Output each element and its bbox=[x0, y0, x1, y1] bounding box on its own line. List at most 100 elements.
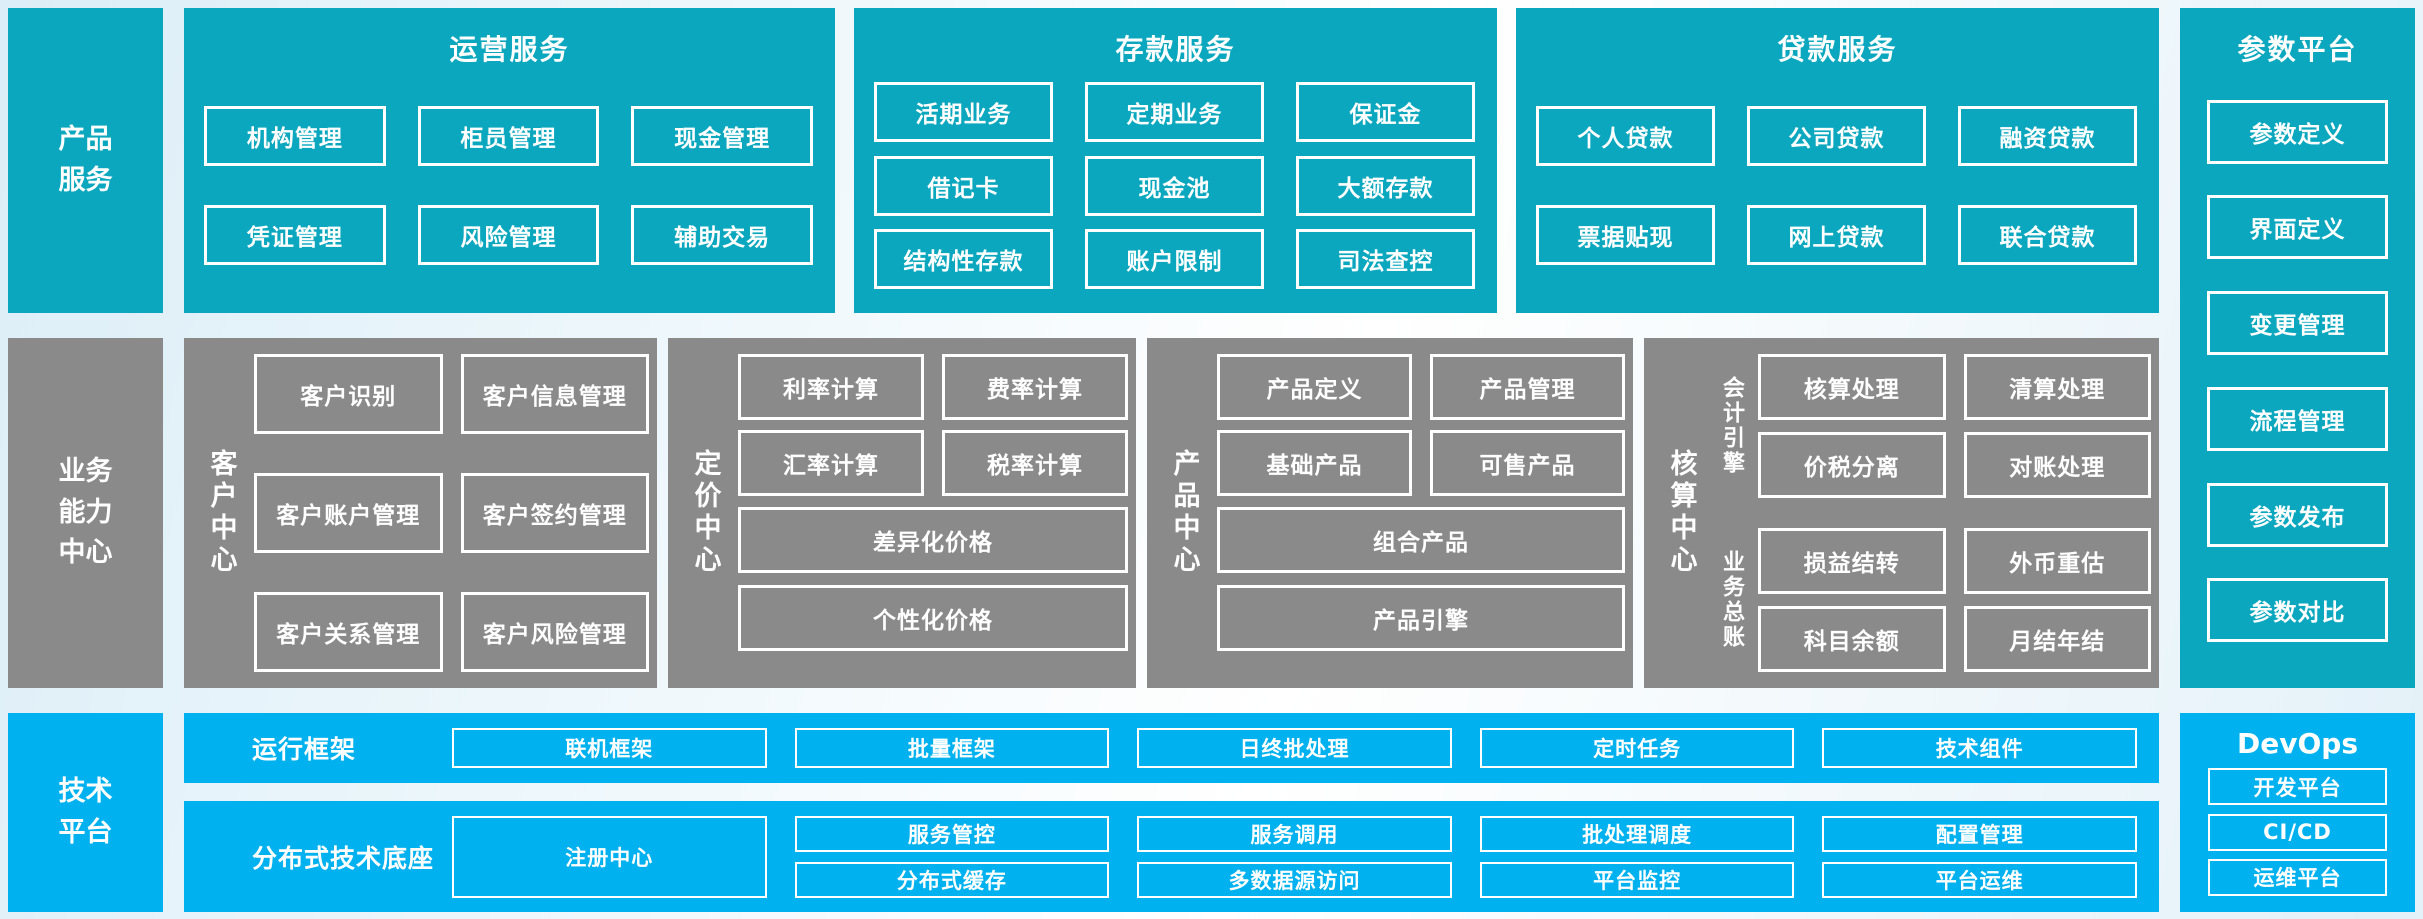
product-box-grid: 产品定义产品管理基础产品可售产品 bbox=[1217, 354, 1625, 496]
service-box: 司法查控 bbox=[1296, 229, 1475, 290]
panel-pricing-center: 定价中心 利率计算费率计算汇率计算税率计算 差异化价格个性化价格 bbox=[668, 338, 1136, 688]
product-wide-boxes: 组合产品产品引擎 bbox=[1217, 507, 1625, 651]
service-box: 批处理调度 bbox=[1479, 815, 1795, 852]
tech-band: 运行框架 联机框架批量框架日终批处理定时任务技术组件 分布式技术底座 注册中心 … bbox=[184, 713, 2159, 912]
service-box: 科目余额 bbox=[1758, 606, 1946, 672]
service-box: 变更管理 bbox=[2207, 291, 2388, 356]
service-box: 票据贴现 bbox=[1536, 204, 1715, 265]
service-box: 风险管理 bbox=[417, 204, 600, 265]
service-box-wide: 产品引擎 bbox=[1217, 585, 1625, 651]
panel-operations-services: 运营服务 机构管理柜员管理现金管理凭证管理风险管理辅助交易 bbox=[184, 8, 835, 313]
loan-box-grid: 个人贷款公司贷款融资贷款票据贴现网上贷款联合贷款 bbox=[1516, 68, 2159, 313]
parameter-box-list: 参数定义界面定义变更管理流程管理参数发布参数对比 bbox=[2180, 68, 2415, 688]
service-box: 技术组件 bbox=[1822, 728, 2137, 768]
service-box: 对账处理 bbox=[1963, 432, 2151, 498]
service-box: 参数对比 bbox=[2207, 578, 2388, 643]
sidebar-technology-platform-label: 技术平台 bbox=[58, 776, 113, 848]
panel-title: 运营服务 bbox=[449, 33, 570, 66]
service-box-wide: 差异化价格 bbox=[738, 507, 1128, 573]
operations-box-grid: 机构管理柜员管理现金管理凭证管理风险管理辅助交易 bbox=[184, 68, 835, 313]
deposit-box-grid: 活期业务定期业务保证金借记卡现金池大额存款结构性存款账户限制司法查控 bbox=[854, 68, 1497, 313]
service-box: 核算处理 bbox=[1758, 354, 1946, 420]
product-content: 产品定义产品管理基础产品可售产品 组合产品产品引擎 bbox=[1217, 354, 1625, 672]
panel-title: 存款服务 bbox=[1115, 33, 1236, 66]
service-box: 客户账户管理 bbox=[254, 473, 443, 553]
service-box: 流程管理 bbox=[2207, 386, 2388, 451]
devops-title: DevOps bbox=[2237, 727, 2358, 760]
service-box: 账户限制 bbox=[1085, 229, 1264, 290]
business-ledger-box-grid: 损益结转外币重估科目余额月结年结 bbox=[1758, 528, 2151, 672]
service-box: 机构管理 bbox=[204, 106, 386, 167]
service-box: 汇率计算 bbox=[738, 430, 924, 496]
accounting-engine-group: 会计引擎 核算处理清算处理价税分离对账处理 bbox=[1714, 354, 2151, 498]
service-box: 大额存款 bbox=[1296, 155, 1475, 216]
panel-parameter-platform: 参数平台 参数定义界面定义变更管理流程管理参数发布参数对比 bbox=[2180, 8, 2415, 688]
sidebar-product-services: 产品服务 bbox=[8, 8, 163, 313]
service-box: 凭证管理 bbox=[204, 204, 386, 265]
pricing-box-grid: 利率计算费率计算汇率计算税率计算 bbox=[738, 354, 1128, 496]
service-box: 参数发布 bbox=[2207, 482, 2388, 547]
service-box: 月结年结 bbox=[1963, 606, 2151, 672]
service-box: 利率计算 bbox=[738, 354, 924, 420]
service-box: 清算处理 bbox=[1963, 354, 2151, 420]
service-box: 可售产品 bbox=[1430, 430, 1625, 496]
panel-customer-center: 客户中心 客户识别客户信息管理客户账户管理客户签约管理客户关系管理客户风险管理 bbox=[184, 338, 657, 688]
service-box: 价税分离 bbox=[1758, 432, 1946, 498]
service-box: 开发平台 bbox=[2208, 768, 2387, 806]
customer-box-grid: 客户识别客户信息管理客户账户管理客户签约管理客户关系管理客户风险管理 bbox=[254, 354, 649, 672]
accounting-center-label: 核算中心 bbox=[1665, 449, 1697, 577]
service-box: 损益结转 bbox=[1758, 528, 1946, 594]
service-box: 界面定义 bbox=[2207, 195, 2388, 260]
service-box: CI/CD bbox=[2208, 813, 2387, 851]
service-box: 外币重估 bbox=[1963, 528, 2151, 594]
capability-band: 客户中心 客户识别客户信息管理客户账户管理客户签约管理客户关系管理客户风险管理 … bbox=[184, 338, 2159, 688]
service-box: 保证金 bbox=[1296, 81, 1475, 142]
service-box: 平台监控 bbox=[1479, 861, 1795, 898]
panel-title: 参数平台 bbox=[2237, 33, 2358, 66]
devops-box-list: 开发平台 CI/CD 运维平台 bbox=[2180, 760, 2415, 912]
runtime-framework-bar: 运行框架 联机框架批量框架日终批处理定时任务技术组件 bbox=[184, 713, 2159, 783]
service-box: 服务调用 bbox=[1137, 815, 1452, 852]
business-ledger-group: 业务总账 损益结转外币重估科目余额月结年结 bbox=[1714, 528, 2151, 672]
panel-devops: DevOps 开发平台 CI/CD 运维平台 bbox=[2180, 713, 2415, 912]
distributed-base-bar: 分布式技术底座 注册中心 服务管控服务调用批处理调度配置管理分布式缓存多数据源访… bbox=[184, 801, 2159, 912]
sidebar-business-capability-label: 业务能力中心 bbox=[58, 456, 113, 569]
service-box: 配置管理 bbox=[1822, 815, 2137, 852]
panel-product-center: 产品中心 产品定义产品管理基础产品可售产品 组合产品产品引擎 bbox=[1147, 338, 1633, 688]
product-services-band: 运营服务 机构管理柜员管理现金管理凭证管理风险管理辅助交易 存款服务 活期业务定… bbox=[184, 8, 2159, 313]
customer-center-label: 客户中心 bbox=[205, 449, 237, 577]
service-box: 平台运维 bbox=[1822, 861, 2137, 898]
service-box: 定期业务 bbox=[1085, 81, 1264, 142]
service-box: 产品管理 bbox=[1430, 354, 1625, 420]
service-box: 服务管控 bbox=[794, 815, 1110, 852]
accounting-engine-label: 会计引擎 bbox=[1719, 376, 1744, 476]
product-center-label: 产品中心 bbox=[1168, 449, 1200, 577]
service-box: 客户风险管理 bbox=[460, 592, 649, 672]
service-box: 批量框架 bbox=[794, 728, 1110, 768]
distributed-base-label: 分布式技术底座 bbox=[252, 843, 435, 873]
service-box-wide: 组合产品 bbox=[1217, 507, 1625, 573]
service-box: 融资贷款 bbox=[1958, 106, 2137, 167]
business-ledger-label: 业务总账 bbox=[1719, 550, 1744, 650]
sidebar-business-capability-center: 业务能力中心 bbox=[8, 338, 163, 688]
service-box: 产品定义 bbox=[1217, 354, 1412, 420]
accounting-groups: 会计引擎 核算处理清算处理价税分离对账处理 业务总账 损益结转外币重估科目余额月… bbox=[1714, 354, 2151, 672]
service-box: 网上贷款 bbox=[1747, 204, 1926, 265]
pricing-center-label: 定价中心 bbox=[689, 449, 721, 577]
service-box: 客户识别 bbox=[254, 354, 443, 434]
service-box: 活期业务 bbox=[874, 81, 1053, 142]
service-box: 现金管理 bbox=[631, 106, 813, 167]
accounting-engine-box-grid: 核算处理清算处理价税分离对账处理 bbox=[1758, 354, 2151, 498]
runtime-box-grid: 联机框架批量框架日终批处理定时任务技术组件 bbox=[452, 728, 2137, 768]
service-box: 联合贷款 bbox=[1958, 204, 2137, 265]
distributed-base-grid: 注册中心 服务管控服务调用批处理调度配置管理分布式缓存多数据源访问平台监控平台运… bbox=[452, 815, 2137, 898]
service-box: 定时任务 bbox=[1479, 728, 1795, 768]
service-box: 运维平台 bbox=[2208, 858, 2387, 896]
service-box: 参数定义 bbox=[2207, 99, 2388, 164]
service-box: 税率计算 bbox=[942, 430, 1128, 496]
registry-center-box: 注册中心 bbox=[452, 815, 767, 898]
service-box-wide: 个性化价格 bbox=[738, 585, 1128, 651]
service-box: 辅助交易 bbox=[631, 204, 813, 265]
service-box: 现金池 bbox=[1085, 155, 1264, 216]
